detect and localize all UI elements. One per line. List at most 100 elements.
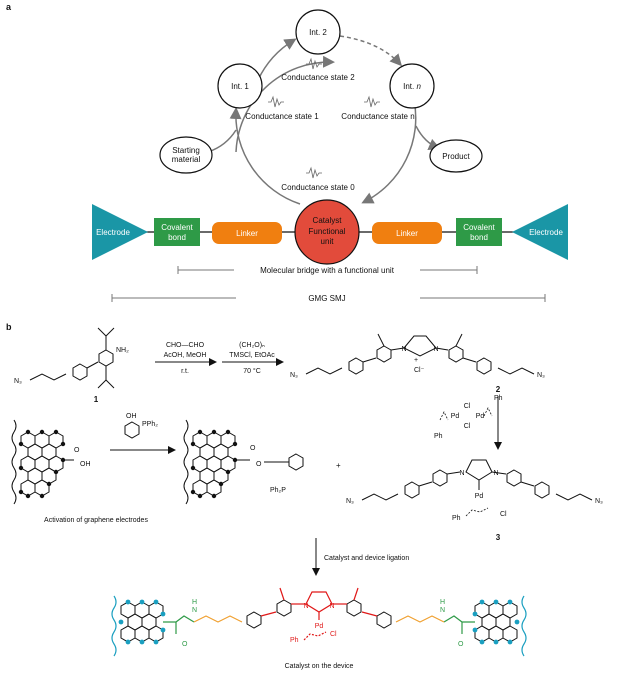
activation-label: Activation of graphene electrodes <box>44 517 148 524</box>
covalent-left-line1: Covalent <box>161 223 193 232</box>
product-branch <box>415 125 441 150</box>
step2-reagent: (CH₂O)ₙ <box>239 342 265 349</box>
step2-conditions: TMSCl, EtOAc <box>229 352 275 359</box>
svg-text:Int. n: Int. n <box>403 82 421 91</box>
compound-2-n-right: N <box>433 346 438 353</box>
pd-dimer-pd1: Pd <box>451 413 460 420</box>
int1-node: Int. 1 <box>217 63 263 109</box>
pd-dimer: Pd Pd Cl Cl Ph Ph <box>434 395 503 440</box>
covalent-left-line2: bond <box>168 233 186 242</box>
int2-label: Int. 2 <box>309 28 327 37</box>
catalyst-line3: unit <box>321 237 335 246</box>
intn-italic: n <box>416 82 421 91</box>
compound-2-cl: Cl⁻ <box>414 367 425 374</box>
electrode-left-label: Electrode <box>96 228 130 237</box>
step1-conditions: AcOH, MeOH <box>164 352 207 359</box>
amide-left-h: H <box>192 599 197 606</box>
amide-left-n: N <box>192 607 197 614</box>
compound-2-n-left: N <box>401 346 406 353</box>
cycle-arrow-dashed <box>339 35 403 67</box>
cycle-arrow-intn <box>361 99 417 204</box>
covalent-bond-left <box>154 218 200 246</box>
device-catalyst-n-left: N <box>303 603 308 610</box>
state2-label: Conductance state 2 <box>281 73 355 82</box>
compound-3-n3-right: N₃ <box>595 498 603 505</box>
step1-temp: r.t. <box>181 368 189 375</box>
acid-o: O <box>74 447 80 454</box>
cycle-arrow-int1 <box>235 55 335 153</box>
compound-2-label: 2 <box>496 385 501 394</box>
linker-left <box>212 222 282 244</box>
state1-label: Conductance state 1 <box>245 112 319 121</box>
linker-right <box>372 222 442 244</box>
catalyst-unit <box>294 199 360 265</box>
device-catalyst <box>260 587 378 641</box>
plus-sign: + <box>336 461 341 470</box>
compound-1-n3: N₃ <box>14 378 22 385</box>
pd-dimer-pd2: Pd <box>476 413 485 420</box>
compound-3-n-right: N <box>493 470 498 477</box>
pd-dimer-cl2: Cl <box>464 423 471 430</box>
compound-3-cl: Cl <box>500 511 507 518</box>
intn-node: Int. n <box>389 63 435 109</box>
gmg-label: GMG SMJ <box>308 294 345 303</box>
amide-right-o: O <box>458 641 464 648</box>
compound-3-pd: Pd <box>475 493 484 500</box>
staten-label: Conductance state n <box>341 112 414 121</box>
compound-1-structure <box>29 327 115 389</box>
int2-node: Int. 2 <box>295 9 341 55</box>
covalent-right-line1: Covalent <box>463 223 495 232</box>
electrode-left <box>92 204 148 260</box>
reagent-oh: OH <box>126 413 137 420</box>
bridge-bracket: Molecular bridge with a functional unit <box>177 266 478 275</box>
amide-right-h: H <box>440 599 445 606</box>
gmg-bracket: GMG SMJ <box>111 294 546 303</box>
intn-label: Int. <box>403 82 416 91</box>
compound-3-structure <box>361 459 593 501</box>
linker-left-label: Linker <box>236 229 258 238</box>
signal-icon <box>268 95 284 108</box>
catalyst-line1: Catalyst <box>313 216 343 225</box>
covalent-bond-right <box>456 218 502 246</box>
amide-right-n: N <box>440 607 445 614</box>
linker-right-label: Linker <box>396 229 418 238</box>
bridge-label: Molecular bridge with a functional unit <box>260 266 395 275</box>
device-graphene-right <box>472 595 527 657</box>
compound-2-n3-left: N₃ <box>290 372 298 379</box>
signal-icon <box>364 95 380 108</box>
device-catalyst-cl: Cl <box>330 631 337 638</box>
step2-temp: 70 °C <box>243 367 261 375</box>
compound-2-plus: + <box>414 357 418 364</box>
device-catalyst-n-right: N <box>329 603 334 610</box>
conductance-labels: Conductance state 2 Conductance state 1 … <box>245 57 415 192</box>
starting-material-line2: material <box>172 155 201 164</box>
signal-icon <box>306 166 322 179</box>
catalyst-line2: Functional <box>309 227 346 236</box>
compound-3-ph: Ph <box>452 515 461 522</box>
ligation-label: Catalyst and device ligation <box>324 555 409 562</box>
compound-1-label: 1 <box>94 395 99 404</box>
molecular-device: Electrode Electrode Covalent bond Covale… <box>92 199 568 265</box>
device-graphene-left <box>111 595 166 657</box>
ester-o: O <box>256 461 262 468</box>
acid-oh: OH <box>80 461 91 468</box>
pd-dimer-cl1: Cl <box>464 403 471 410</box>
compound-1-nh2: NH₂ <box>116 347 129 354</box>
ester-o-carbonyl: O <box>250 445 256 452</box>
compound-2-n3-right: N₃ <box>537 372 545 379</box>
ester-ph2p: Ph₂P <box>270 487 286 494</box>
device-linker-right <box>376 611 445 629</box>
product-label: Product <box>442 152 470 161</box>
starting-material-line1: Starting <box>172 146 200 155</box>
compound-3-label: 3 <box>496 533 501 542</box>
device-amide-left <box>163 615 195 634</box>
compound-3-n-left: N <box>459 470 464 477</box>
device-catalyst-ph: Ph <box>290 637 299 644</box>
device-amide-right <box>443 615 475 634</box>
starting-branch <box>207 129 237 153</box>
step1-reagent: CHO—CHO <box>166 342 205 349</box>
covalent-right-line2: bond <box>470 233 488 242</box>
starting-material-node: Starting material <box>159 136 213 174</box>
int1-label: Int. 1 <box>231 82 249 91</box>
